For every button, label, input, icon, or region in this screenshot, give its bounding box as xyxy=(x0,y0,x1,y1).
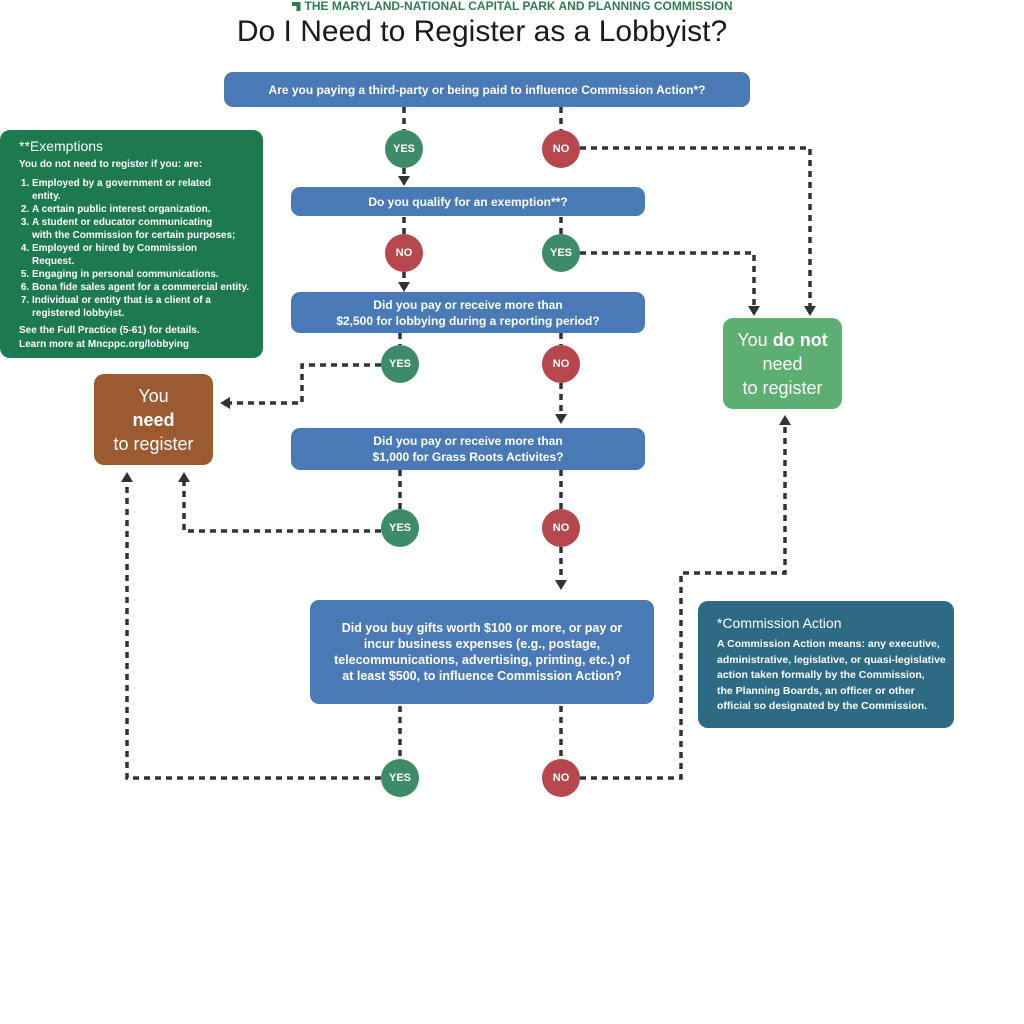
answer-yes: YES xyxy=(385,130,423,168)
answer-yes: YES xyxy=(381,759,419,797)
organization-header: THE MARYLAND-NATIONAL CAPITAL PARK AND P… xyxy=(0,0,1024,12)
answer-yes: YES xyxy=(381,345,419,383)
question-line: $2,500 for lobbying during a reporting p… xyxy=(336,313,600,328)
result-line-emphasis: need xyxy=(132,409,175,430)
answer-no: NO xyxy=(542,759,580,797)
question-line: telecommunications, advertising, printin… xyxy=(334,653,630,667)
list-item: Individual or entity that is a client of… xyxy=(32,294,251,320)
result-line: to register xyxy=(113,433,194,454)
list-item: A student or educator communicatingwith … xyxy=(32,216,251,242)
list-item: Engaging in personal communications. xyxy=(32,268,251,281)
exemptions-heading: **Exemptions xyxy=(19,138,104,154)
organization-name: THE MARYLAND-NATIONAL CAPITAL PARK AND P… xyxy=(304,0,733,13)
exemptions-intro: You do not need to register if you: are: xyxy=(19,159,203,170)
question-box-gifts: Did you buy gifts worth $100 or more, or… xyxy=(310,600,654,704)
question-line: Did you buy gifts worth $100 or more, or… xyxy=(341,621,623,635)
answer-no: NO xyxy=(385,234,423,272)
list-item: Employed by a government or relatedentit… xyxy=(32,177,251,203)
question-line: at least $500, to influence Commission A… xyxy=(342,669,622,683)
result-line: You xyxy=(138,385,169,406)
exemptions-list: Employed by a government or relatedentit… xyxy=(19,177,251,320)
mncppc-logo-icon xyxy=(291,2,301,11)
page-title: Do I Need to Register as a Lobbyist? xyxy=(236,15,728,48)
answer-no: NO xyxy=(542,345,580,383)
question-line: Did you pay or receive more than xyxy=(373,434,563,448)
result-line: to register xyxy=(742,377,823,398)
definition-heading: *Commission Action xyxy=(717,615,842,631)
answer-no: NO xyxy=(542,130,580,168)
question-line: Did you pay or receive more than xyxy=(373,297,563,312)
question-box-1000: Did you pay or receive more than $1,000 f… xyxy=(291,428,645,470)
question-line: incur business expenses (e.g., postage, xyxy=(363,637,601,651)
exemptions-footer-details: See the Full Practice (5-61) for details… xyxy=(19,324,200,336)
answer-yes: YES xyxy=(542,234,580,272)
commission-action-definition-panel: *Commission Action A Commission Action m… xyxy=(698,601,954,728)
result-line: need xyxy=(762,353,803,374)
answer-yes: YES xyxy=(381,509,419,547)
question-box-2500: Did you pay or receive more than$2,500 f… xyxy=(291,292,645,333)
answer-no: NO xyxy=(542,509,580,547)
question-text: Are you paying a third-party or being pa… xyxy=(268,82,706,97)
question-text: Do you qualify for an exemption**? xyxy=(368,194,568,209)
question-box-third-party: Are you paying a third-party or being pa… xyxy=(224,72,750,107)
exemptions-panel: **Exemptions You do not need to register… xyxy=(0,130,263,358)
result-line: You do not xyxy=(737,329,828,350)
lobbying-link[interactable]: Mncppc.org/lobbying xyxy=(87,338,190,350)
question-box-exemption: Do you qualify for an exemption**? xyxy=(291,187,645,216)
list-item: Bona fide sales agent for a commercial e… xyxy=(32,281,251,294)
result-no-need-to-register: You do not need to register xyxy=(723,318,842,409)
exemptions-footer-learn-more: Learn more at Mncppc.org/lobbying xyxy=(19,338,190,350)
list-item: A certain public interest organization. xyxy=(32,203,251,216)
definition-body: A Commission Action means: any executive… xyxy=(717,638,946,712)
result-need-to-register: You need to register xyxy=(94,374,213,465)
question-line: $1,000 for Grass Roots Activites? xyxy=(372,450,564,464)
